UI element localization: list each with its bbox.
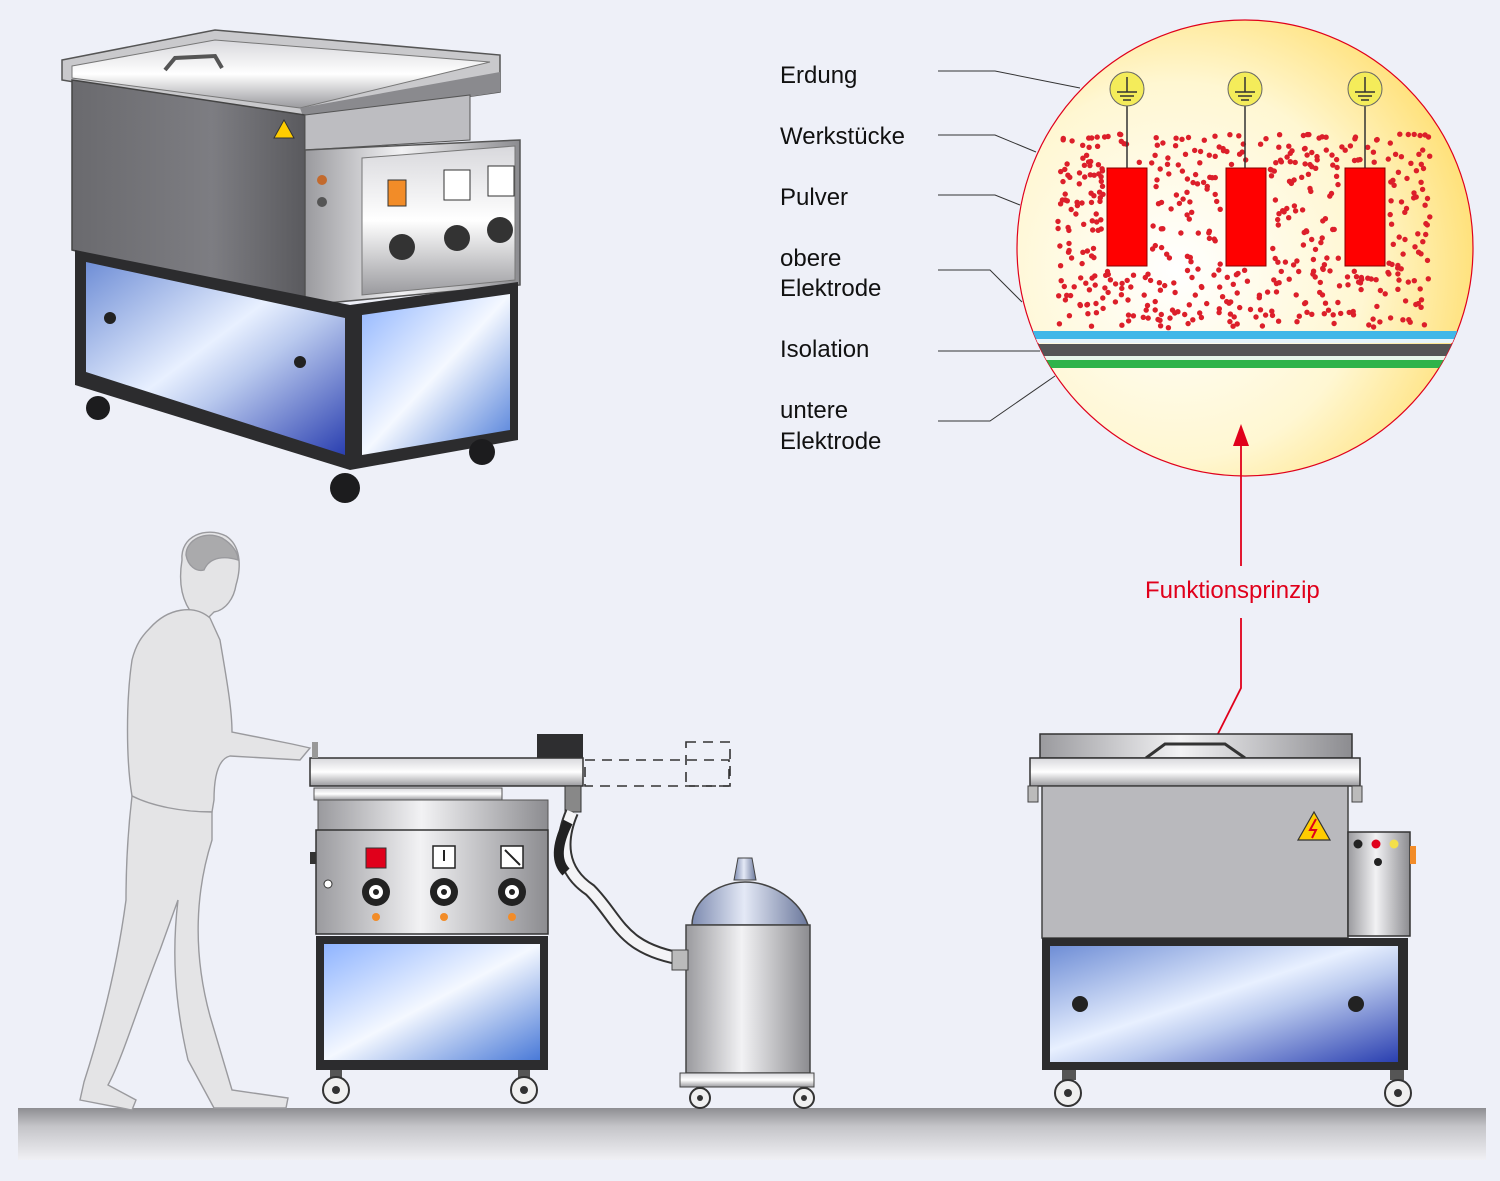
leader-lines — [938, 70, 1081, 422]
high-voltage-warning-icon — [1296, 810, 1332, 841]
label-ground: Erdung — [780, 62, 857, 89]
floor — [18, 1108, 1486, 1160]
lower-electrode-layer — [1020, 360, 1473, 368]
earth-ground-icon — [1109, 71, 1145, 107]
label-upper-electrode-line1: obere — [780, 245, 841, 272]
label-powder: Pulver — [780, 184, 848, 211]
label-upper-electrode-line2: Elektrode — [780, 275, 881, 302]
operator-figure — [79, 531, 312, 1111]
workpiece-3 — [1344, 105, 1386, 267]
earth-ground-icon — [1347, 71, 1383, 107]
caption-functional-principle: Funktionsprinzip — [1145, 577, 1320, 604]
workpiece-1 — [1106, 105, 1148, 267]
insulation-layer — [1020, 344, 1473, 356]
label-lower-electrode-line1: untere — [780, 397, 848, 424]
machine-side-view — [309, 734, 731, 1104]
workpiece-2 — [1225, 105, 1267, 267]
principle-circle — [1016, 19, 1474, 477]
upper-electrode-layer — [1020, 331, 1473, 339]
powder-dots — [1055, 131, 1433, 331]
machine-front-view — [1027, 733, 1416, 1107]
label-workpieces: Werkstücke — [780, 123, 905, 150]
high-voltage-warning-icon — [273, 118, 295, 139]
label-lower-electrode-line2: Elektrode — [780, 428, 881, 455]
label-insulation: Isolation — [780, 336, 869, 363]
machine-photo — [61, 29, 521, 503]
vacuum-unit — [671, 857, 815, 1109]
earth-ground-icon — [1227, 71, 1263, 107]
